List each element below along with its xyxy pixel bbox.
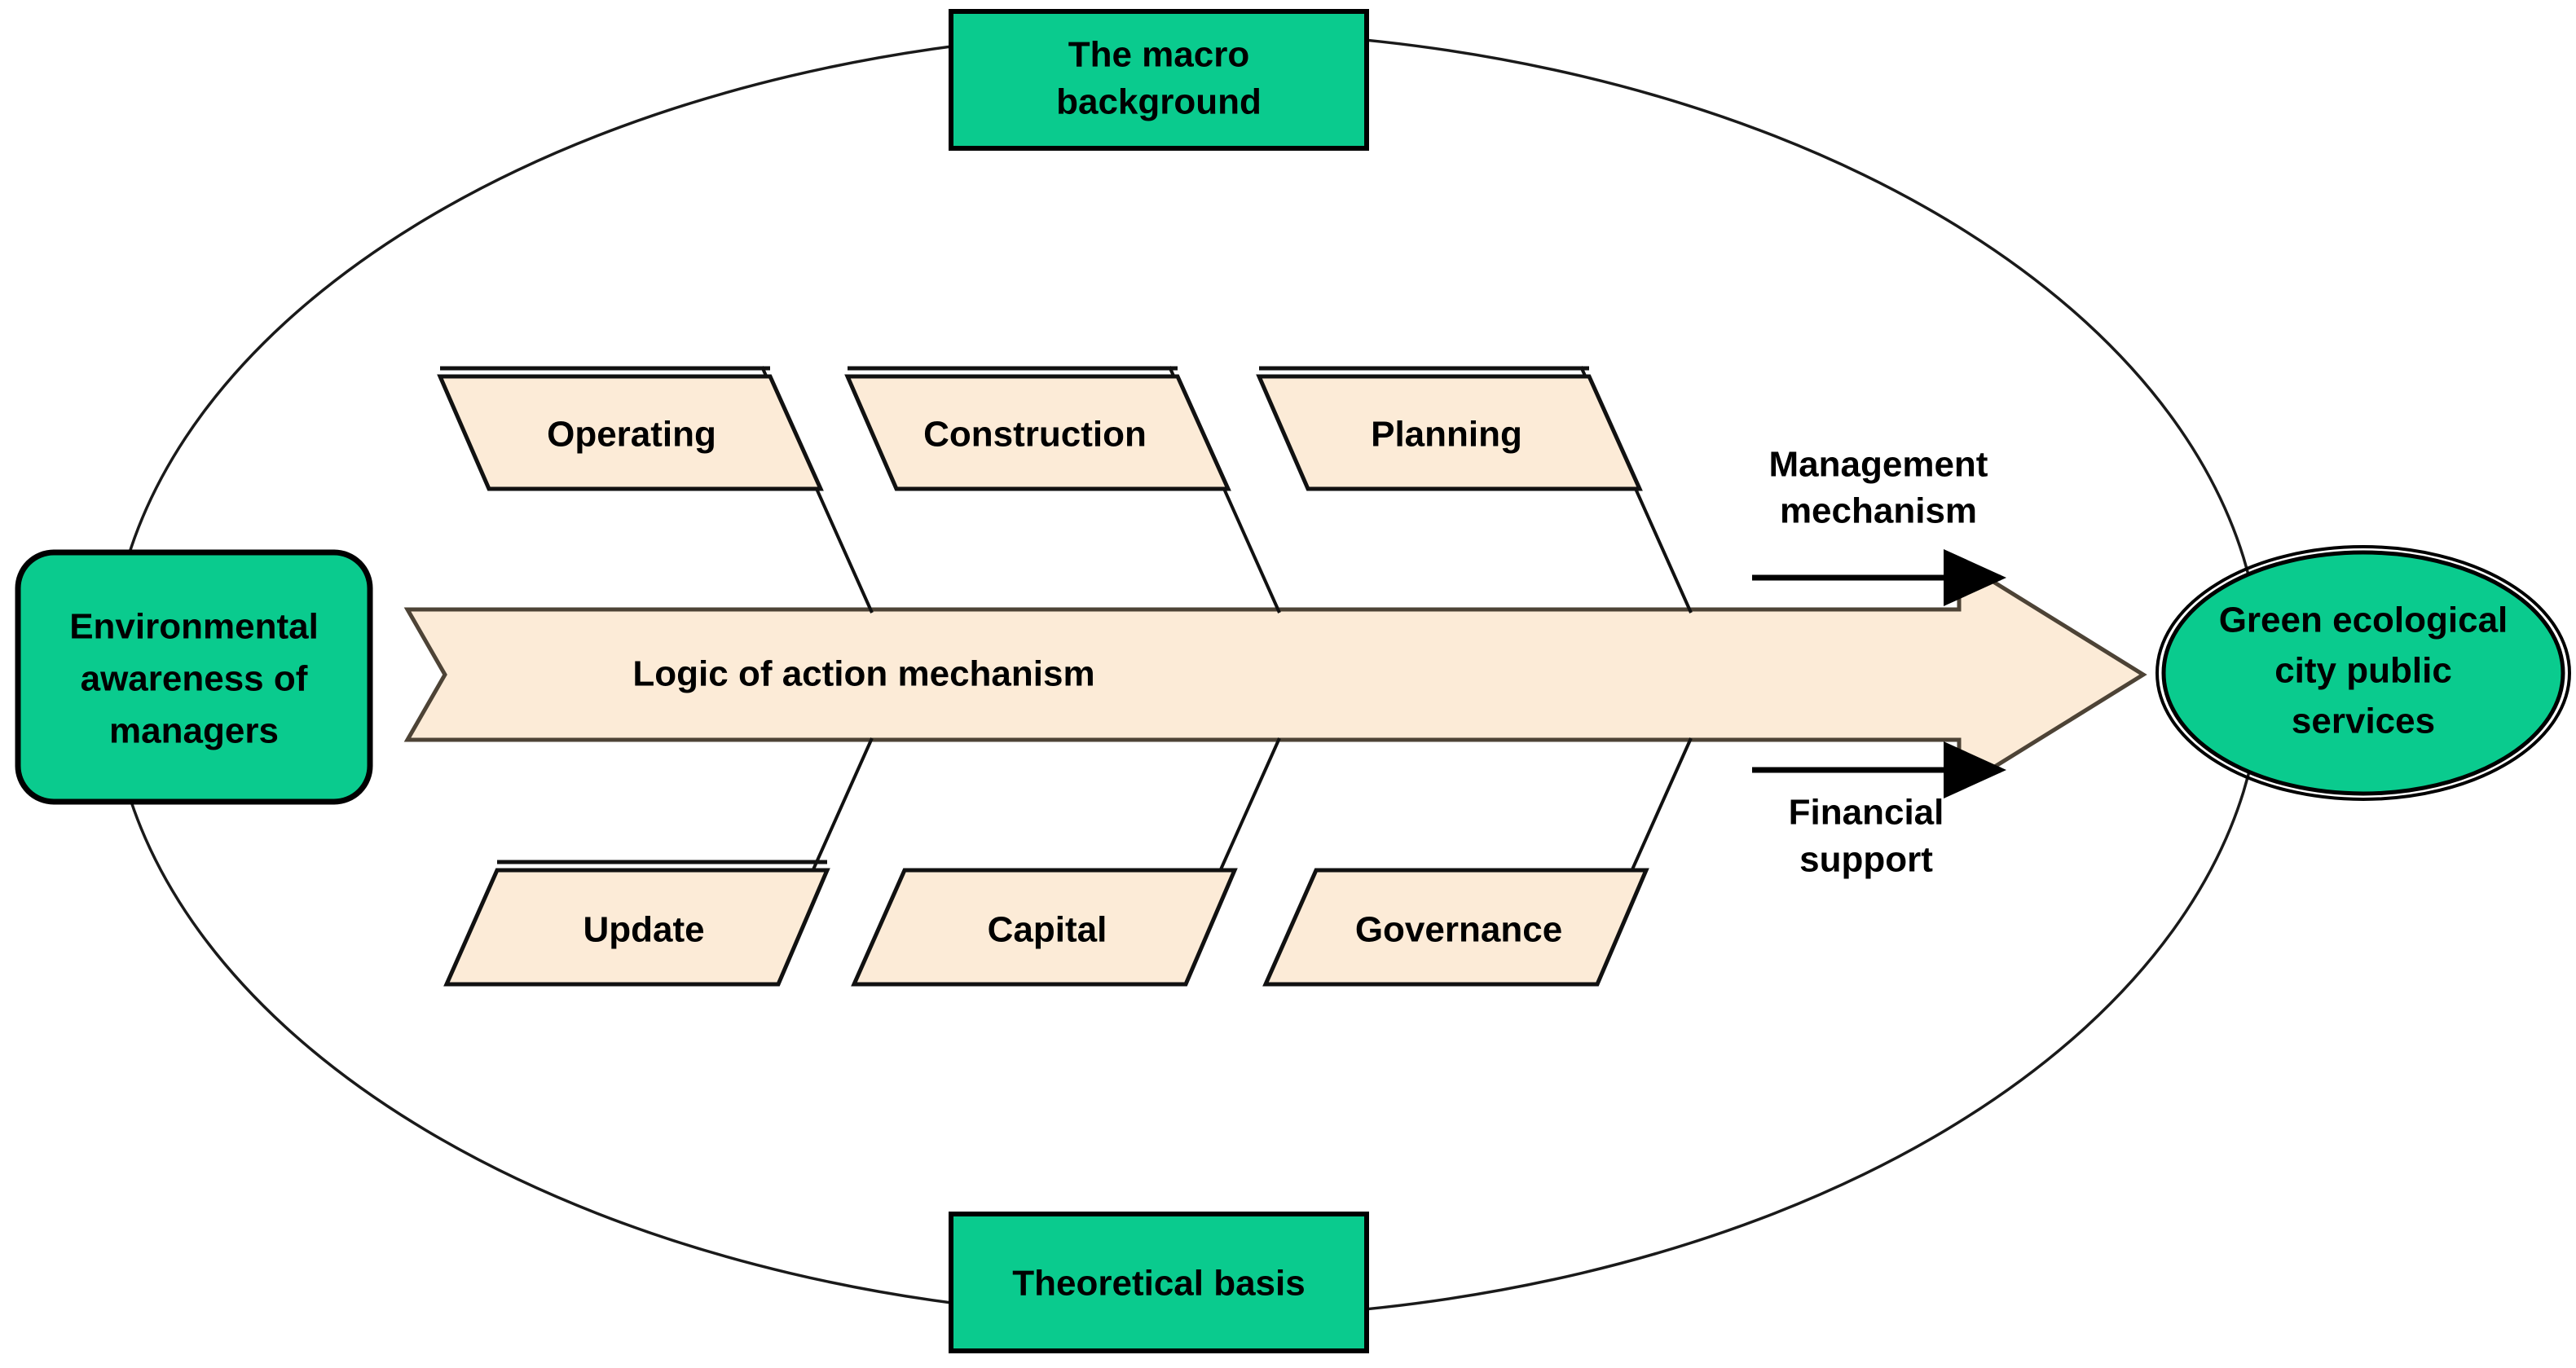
bone-card-label: Construction: [923, 415, 1147, 455]
outcome-ellipse-label-line1: Green ecological: [2219, 600, 2508, 640]
outcome-ellipse-label-line3: services: [2292, 702, 2435, 741]
financial-support-label-line1: Financial: [1789, 793, 1944, 833]
bone-card-update[interactable]: Update: [443, 860, 830, 987]
financial-support-label-line2: support: [1799, 840, 1933, 880]
outcome-ellipse-outer-ring: [2155, 545, 2571, 801]
top-box-label-line1: The macro: [1068, 35, 1250, 75]
source-box-label-line3: managers: [109, 711, 279, 751]
bone-card-shape: [851, 868, 1238, 987]
bottom-box[interactable]: [949, 1212, 1369, 1353]
bone-card-governance[interactable]: Governance: [1262, 868, 1649, 987]
source-box[interactable]: [15, 549, 373, 805]
source-box-label-line1: Environmental: [69, 607, 319, 647]
bone-card-shape: [437, 374, 824, 491]
bone-card-capital[interactable]: Capital: [851, 868, 1238, 987]
outcome-ellipse-label-line2: city public: [2274, 651, 2452, 691]
bone-card-planning[interactable]: Planning: [1256, 366, 1643, 491]
bone-card-label: Operating: [547, 415, 716, 455]
bottom-box-label: Theoretical basis: [1012, 1264, 1305, 1304]
management-mechanism-label-line2: mechanism: [1780, 491, 1977, 531]
spine-label: Logic of action mechanism: [632, 654, 1094, 694]
outcome-ellipse[interactable]: [2161, 550, 2565, 796]
top-box-label-line2: background: [1056, 82, 1262, 122]
bone-card-label: Governance: [1355, 910, 1562, 950]
bone-card-label: Capital: [988, 910, 1107, 950]
bone-card-operating[interactable]: Operating: [437, 366, 824, 491]
bone-card-label: Planning: [1371, 415, 1522, 455]
management-mechanism-label-line1: Management: [1769, 445, 1988, 485]
top-box[interactable]: [949, 9, 1369, 151]
source-box-label-line2: awareness of: [81, 659, 308, 699]
bone-card-construction[interactable]: Construction: [844, 366, 1231, 491]
bone-card-shape: [844, 374, 1231, 491]
bone-card-label: Update: [583, 910, 704, 950]
bone-card-shape: [1256, 374, 1643, 491]
bone-card-shape: [443, 868, 830, 987]
bone-card-shape: [1262, 868, 1649, 987]
